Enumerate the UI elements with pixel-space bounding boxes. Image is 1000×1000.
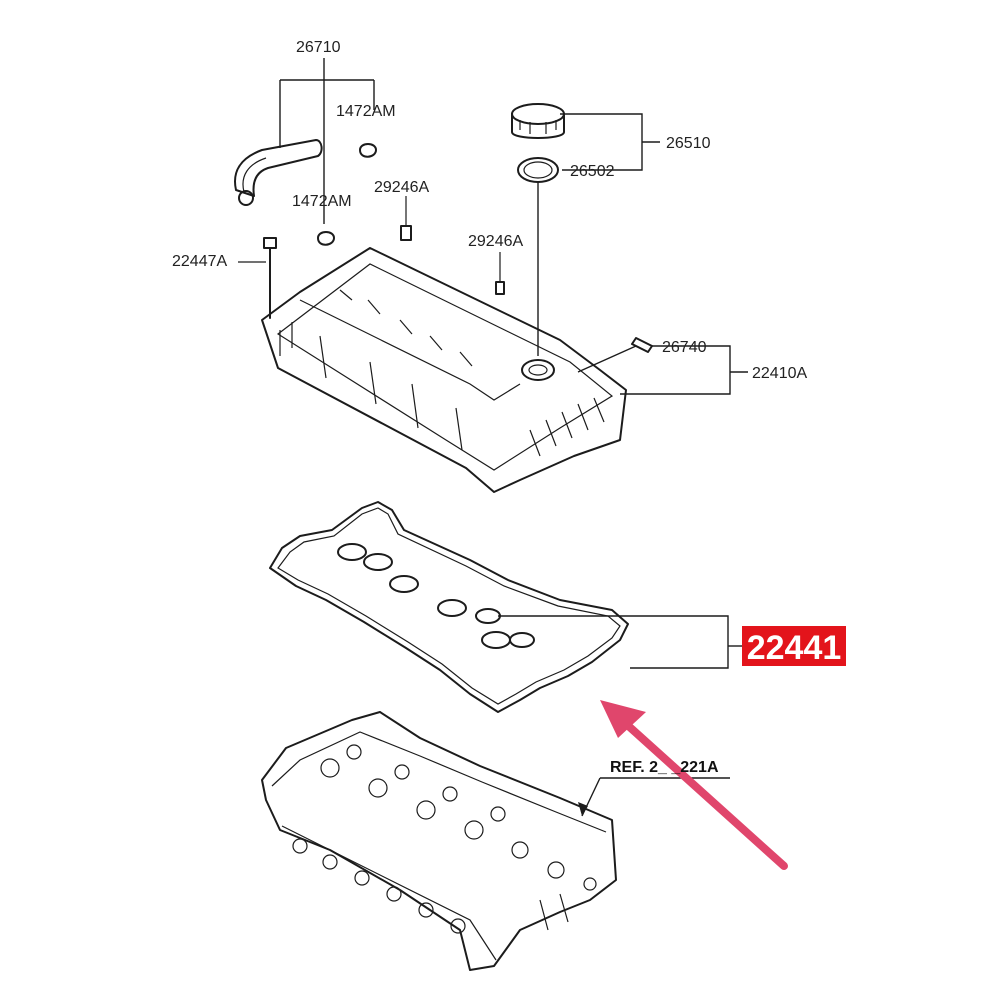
stud-b xyxy=(495,252,505,295)
leader-cap xyxy=(537,113,660,356)
clamp-bottom xyxy=(317,231,335,246)
label-hose: 26710 xyxy=(296,39,341,56)
cylinder-head xyxy=(261,711,617,971)
label-ref: REF. 2_ _221A xyxy=(610,759,719,776)
stud-a xyxy=(400,196,412,241)
label-cap-seal: 26502 xyxy=(570,163,615,180)
clamp-top xyxy=(359,143,377,158)
label-sensor: 26740 xyxy=(662,339,707,356)
label-cover: 22410A xyxy=(752,365,807,382)
leader-gasket xyxy=(498,615,742,669)
valve-cover-gasket xyxy=(269,501,629,713)
pointer-arrow xyxy=(600,700,788,870)
oil-filler-cap xyxy=(511,103,565,139)
label-bolt: 22447A xyxy=(172,253,227,270)
highlight-part-number: 22441 xyxy=(747,629,842,667)
highlight-badge: 22441 xyxy=(742,626,846,667)
oil-filler-seal xyxy=(517,157,559,183)
pcv-hose xyxy=(234,139,323,206)
label-cap-assy: 26510 xyxy=(666,135,711,152)
leader-hose xyxy=(279,58,375,224)
label-stud-b: 29246A xyxy=(468,233,523,250)
label-clamp-bottom: 1472AM xyxy=(292,193,352,210)
label-clamp-top: 1472AM xyxy=(336,103,396,120)
label-stud-a: 29246A xyxy=(374,179,429,196)
valve-cover xyxy=(261,247,627,493)
sensor-26740 xyxy=(577,337,748,395)
bolt-22447a xyxy=(238,237,277,319)
leader-ref xyxy=(578,777,730,817)
